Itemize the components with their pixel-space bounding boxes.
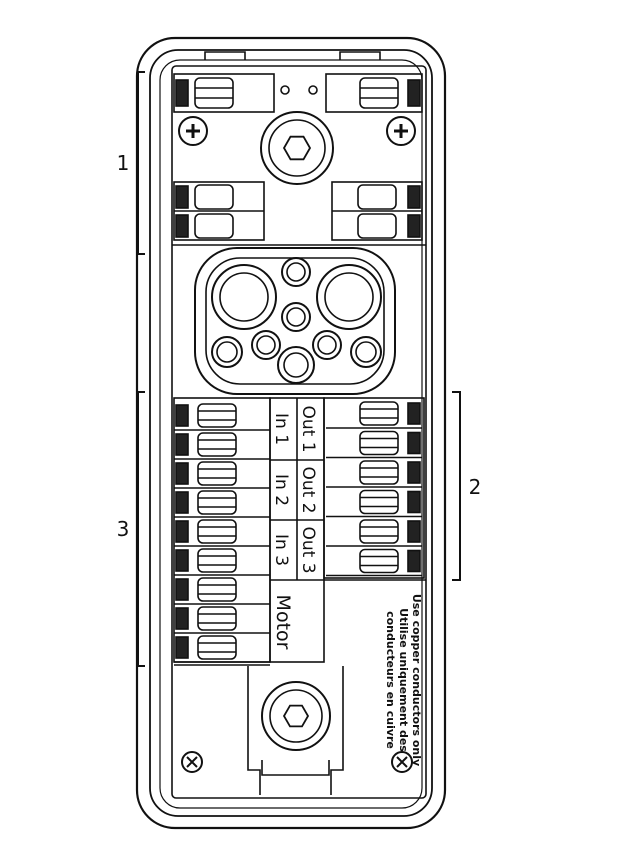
upper-terminal-left-top [173, 73, 275, 113]
gland-small-center [281, 302, 311, 332]
gland-small-1 [211, 336, 243, 368]
gland-large-left [211, 264, 277, 330]
right-terminal-row [326, 401, 422, 429]
upper-terminal-right-top [325, 73, 423, 113]
upper-terminal-right-bottom [331, 181, 423, 241]
left-terminal-row [174, 577, 270, 605]
lower-section [173, 397, 426, 795]
label-out-3: Out 3 [298, 526, 318, 573]
label-in-3: In 3 [271, 534, 291, 566]
left-terminal-row [174, 490, 270, 518]
base-plate [171, 65, 427, 799]
right-terminal-row [326, 460, 422, 488]
left-terminal-row [174, 519, 270, 547]
notice-line-3: conducteurs en cuivre [384, 611, 397, 749]
bracket-3 [137, 391, 145, 667]
left-terminal-row [174, 461, 270, 489]
gland-small-4 [350, 336, 382, 368]
right-terminal-row [326, 430, 422, 459]
callout-label-1: 1 [117, 151, 130, 175]
bracket-1 [137, 71, 145, 255]
left-terminal-rows [174, 403, 270, 663]
top-notch-left [204, 51, 246, 60]
upper-section [172, 73, 426, 246]
notice-line-2: Utilise uniquement des [397, 608, 410, 752]
center-bolt-top [260, 111, 334, 185]
left-terminal-row [174, 635, 270, 663]
gland-small-3 [312, 330, 342, 360]
left-terminal-row [174, 403, 270, 431]
lower-terminal-strip-right [323, 397, 425, 579]
label-in-1: In 1 [271, 413, 291, 445]
right-terminal-rows [326, 401, 422, 577]
right-terminal-row [326, 489, 422, 518]
label-in-2: In 2 [271, 474, 291, 506]
label-out-2: Out 2 [298, 466, 318, 513]
notice-line-1: Use copper conductors only [410, 594, 423, 766]
right-terminal-row [326, 519, 422, 547]
callout-2: 2 [452, 391, 482, 581]
screw-bottom-left [181, 751, 203, 773]
top-notch-right [339, 51, 381, 60]
screw-top-right [386, 116, 416, 146]
screw-top-left [178, 116, 208, 146]
bracket-2 [452, 391, 461, 581]
callout-3: 3 [117, 391, 145, 667]
cable-gland-block [194, 247, 396, 395]
copper-notice: Use copper conductors only Utilise uniqu… [384, 594, 423, 766]
gland-outer [194, 247, 396, 395]
upper-terminal-left-bottom [173, 181, 265, 241]
bottom-bolt-housing [247, 666, 344, 795]
screw-bottom-right [391, 751, 413, 773]
gland-small-2 [251, 330, 281, 360]
terminal-labels: In 1 Out 1 In 2 Out 2 In 3 Out 3 Motor [271, 405, 318, 649]
callout-1: 1 [117, 71, 145, 255]
callout-label-3: 3 [117, 517, 130, 541]
label-out-1: Out 1 [298, 405, 318, 452]
gland-small-top [281, 257, 311, 287]
left-terminal-row [174, 432, 270, 460]
gland-bottom-center [277, 346, 315, 384]
right-terminal-row [326, 548, 422, 577]
led-left [280, 85, 290, 95]
housing-inner [149, 49, 433, 817]
gland-large-right [316, 264, 382, 330]
left-terminal-row [174, 606, 270, 634]
label-motor: Motor [272, 595, 294, 650]
housing [135, 36, 447, 830]
center-bolt-bottom [261, 681, 331, 751]
left-terminal-row [174, 548, 270, 576]
led-right [308, 85, 318, 95]
callout-label-2: 2 [469, 475, 482, 499]
housing-wall [159, 59, 423, 809]
